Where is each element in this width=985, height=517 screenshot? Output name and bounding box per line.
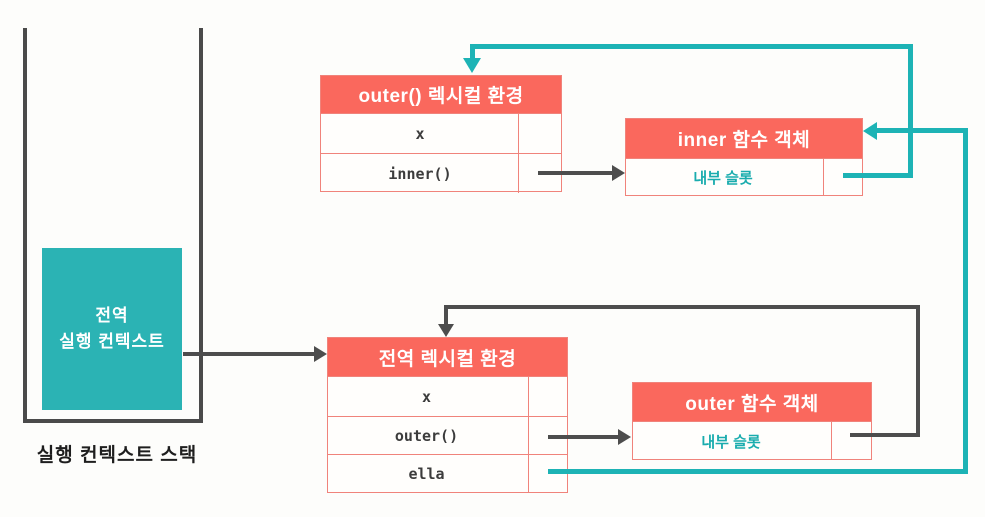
table-row-ella: ella xyxy=(328,454,567,492)
stack-right-wall xyxy=(199,28,203,423)
column-divider xyxy=(528,376,529,492)
table-row-internal-slot: 내부 슬롯 xyxy=(633,421,871,460)
global-execution-context-line2: 실행 컨텍스트 xyxy=(59,332,165,351)
outer-function-object-title: outer 함수 객체 xyxy=(633,383,871,421)
global-lexical-environment-title: 전역 렉시컬 환경 xyxy=(328,338,567,376)
stack-left-wall xyxy=(23,28,27,423)
table-row-x: x xyxy=(321,113,561,153)
arrowhead-right xyxy=(618,429,631,445)
table-row-outer: outer() xyxy=(328,416,567,454)
global-lexical-environment-table: 전역 렉시컬 환경 x outer() ella xyxy=(327,337,568,493)
table-row-inner: inner() xyxy=(321,153,561,193)
outer-function-object-box: outer 함수 객체 내부 슬롯 xyxy=(632,382,872,460)
arrowhead-right xyxy=(314,346,327,362)
column-divider xyxy=(518,113,519,193)
column-divider xyxy=(823,158,824,196)
column-divider xyxy=(831,421,832,460)
table-row-x: x xyxy=(328,376,567,416)
outer-lexical-environment-title: outer() 렉시컬 환경 xyxy=(321,76,561,113)
global-execution-context-line1: 전역 xyxy=(95,306,129,325)
global-execution-context-box: 전역 실행 컨텍스트 xyxy=(42,248,182,410)
arrowhead-right xyxy=(612,165,625,181)
arrowhead-down xyxy=(438,324,454,337)
arrowhead-down xyxy=(463,58,481,73)
inner-function-object-box: inner 함수 객체 내부 슬롯 xyxy=(625,118,863,196)
inner-function-object-title: inner 함수 객체 xyxy=(626,119,862,158)
stack-bottom-wall xyxy=(23,419,203,423)
outer-lexical-environment-table: outer() 렉시컬 환경 x inner() xyxy=(320,75,562,193)
table-row-internal-slot: 내부 슬롯 xyxy=(626,158,862,196)
stack-label: 실행 컨텍스트 스택 xyxy=(36,445,198,466)
arrowhead-left xyxy=(863,122,877,140)
